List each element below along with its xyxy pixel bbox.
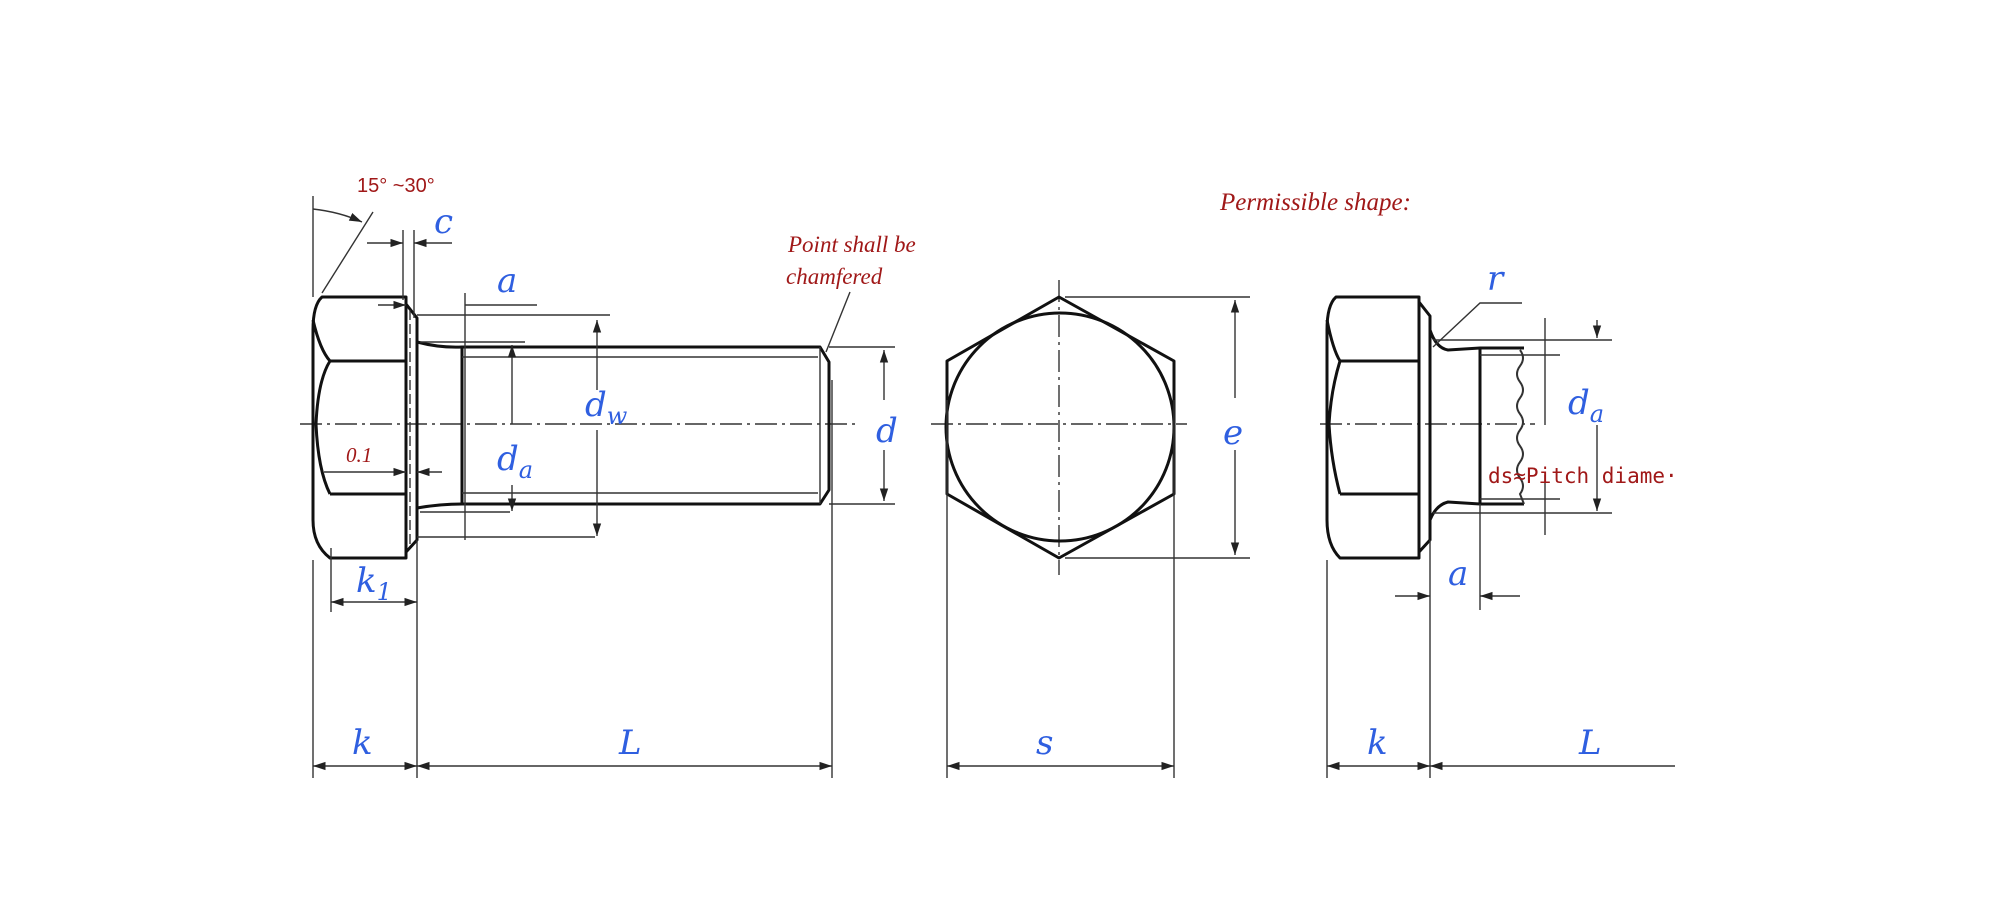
tolerance-label: 0.1 [346, 443, 372, 467]
permissible-shape-title: Permissible shape: [1219, 189, 1411, 216]
ds-note: ds≈Pitch diame· [1488, 464, 1678, 488]
c-label: c [434, 202, 453, 242]
bearing-circle [944, 311, 1176, 543]
side-view: 15° ~30° c a dw da 0.1 k1 [300, 175, 916, 778]
L-label-right: L [1578, 723, 1602, 763]
a-label-left: a [497, 261, 517, 301]
L-label-left: L [618, 723, 642, 763]
k-label-left: k [352, 723, 373, 763]
r-label: r [1487, 259, 1505, 299]
k1-label: k1 [356, 561, 392, 606]
d-label: d [876, 411, 898, 451]
angle-label: 15° ~30° [357, 175, 435, 197]
point-note-line1: Point shall be [787, 232, 916, 257]
point-note-line2: chamfered [786, 264, 883, 289]
da-label-right: da [1568, 383, 1604, 428]
s-label: s [1036, 723, 1053, 763]
bolt-head [311, 295, 408, 560]
bolt-shank [416, 340, 831, 510]
hexagon [945, 295, 1176, 560]
a-label-right: a [1448, 554, 1468, 594]
end-view: e s [931, 280, 1250, 778]
dw-label: dw [585, 385, 628, 430]
da-label: da [497, 439, 533, 484]
e-label: e [1223, 413, 1243, 453]
k-label-right: k [1367, 723, 1388, 763]
permissible-shape-view: Permissible shape: r da ds≈Pitch diame· … [1219, 189, 1678, 778]
